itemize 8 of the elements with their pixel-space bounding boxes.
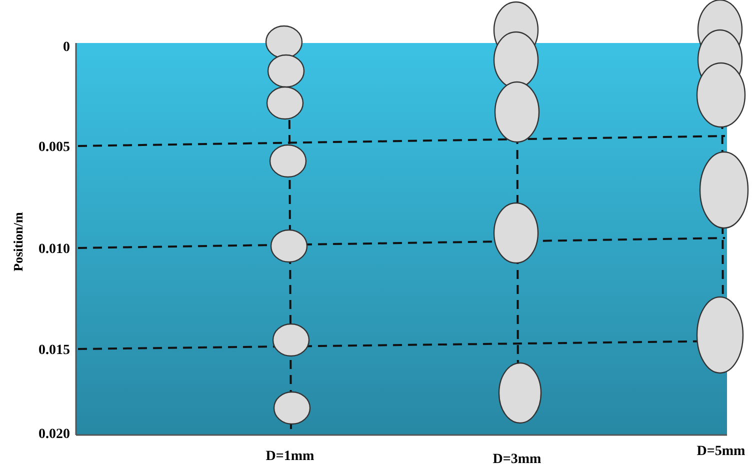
series-label: D=3mm <box>492 451 542 466</box>
tick-label: 0.020 <box>38 426 70 444</box>
tick-label: 0.015 <box>38 342 70 360</box>
tick-label: 0 <box>62 39 70 57</box>
tick-label: 0.005 <box>38 139 70 157</box>
series-label: D=5mm <box>696 443 746 461</box>
axis-title: Position/m <box>9 211 26 274</box>
series-label: D=1mm <box>264 448 316 466</box>
